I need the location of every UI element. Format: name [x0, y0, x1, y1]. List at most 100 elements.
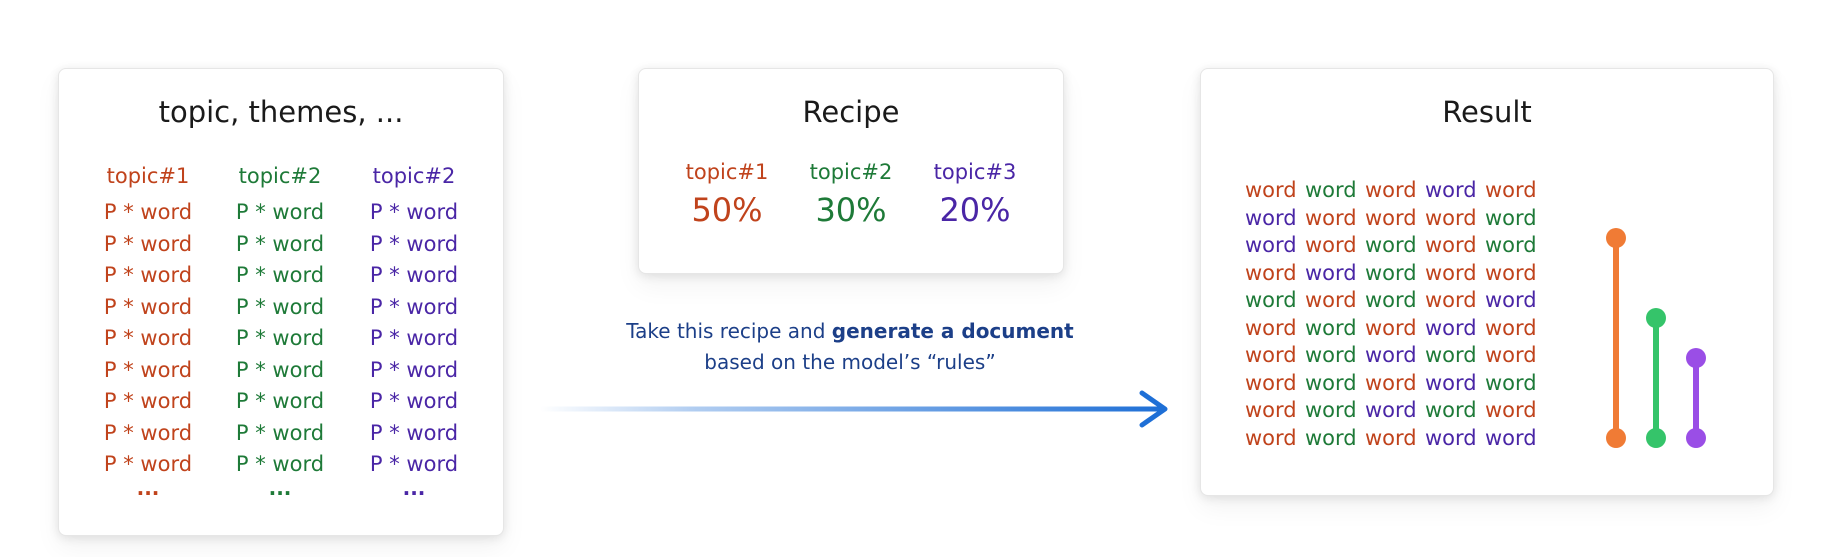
result-word: word [1245, 370, 1297, 395]
bar-top-dot [1686, 348, 1706, 368]
caption-line-1: Take this recipe and generate a document [590, 316, 1110, 347]
result-word: word [1365, 260, 1417, 285]
result-word: word [1305, 205, 1357, 230]
result-word: word [1305, 370, 1357, 395]
topic-column-header: topic#2 [372, 164, 456, 188]
result-word: word [1365, 425, 1417, 450]
result-word: word [1245, 178, 1297, 202]
result-word: word [1305, 260, 1357, 285]
result-word: word [1485, 233, 1537, 257]
topic-word-prob: P * word [369, 326, 459, 350]
result-word: word [1305, 233, 1357, 257]
topic-word-prob: P * word [235, 200, 325, 224]
result-word: word [1485, 425, 1537, 450]
recipe-topic-label: topic#1 [685, 160, 769, 184]
topic-word-prob: P * word [235, 452, 325, 476]
bar-top-dot [1646, 308, 1666, 328]
recipe-percent: 20% [939, 191, 1011, 229]
result-word: word [1245, 315, 1297, 340]
recipe-item-1: topic#1 50% [667, 157, 787, 233]
recipe-item-2: topic#2 30% [791, 157, 911, 233]
topic-word-prob: P * word [235, 357, 325, 382]
recipe-card-title: Recipe [802, 95, 900, 129]
topic-word-prob: P * word [369, 420, 459, 445]
topic-column-more: ... [136, 475, 160, 500]
recipe-card: Recipe topic#1 50% topic#2 30% topic#3 2… [638, 68, 1064, 274]
topic-word-prob: P * word [369, 263, 459, 287]
result-word: word [1245, 398, 1297, 422]
topic-word-prob: P * word [235, 231, 325, 256]
topic-word-prob: P * word [103, 263, 193, 287]
topic-column-rows: P * word P * word P * word P * word P * word… [83, 197, 213, 481]
topic-word-prob: P * word [369, 200, 459, 224]
topic-word-prob: P * word [369, 452, 459, 476]
result-word: word [1305, 343, 1357, 367]
topic-column-more: ... [268, 475, 292, 500]
topic-word-prob: P * word [103, 389, 193, 413]
topic-column-header: topic#2 [238, 164, 322, 188]
topic-word-prob: P * word [369, 294, 459, 319]
result-card-title: Result [1442, 95, 1532, 129]
result-word: word [1485, 343, 1537, 367]
topic-column-rows: P * word P * word P * word P * word P * word… [349, 197, 479, 481]
topic-proportion-bars [1606, 228, 1706, 448]
recipe-percent: 50% [691, 191, 763, 229]
topic-column-2: topic#2 P * word P * word P * word P * word… [215, 159, 345, 503]
recipe-item-3: topic#3 20% [915, 157, 1035, 233]
topic-word-prob: P * word [103, 326, 193, 350]
result-word: word [1365, 288, 1417, 312]
topic-column-header: topic#1 [106, 164, 190, 188]
topic-word-prob: P * word [235, 389, 325, 413]
bar-top-dot [1606, 228, 1626, 248]
result-word: word [1365, 370, 1417, 395]
result-word: word [1485, 398, 1537, 422]
result-word: word [1365, 315, 1417, 340]
caption-line-2: based on the model’s “rules” [704, 350, 996, 374]
topic-word-prob: P * word [103, 357, 193, 382]
result-word: word [1425, 233, 1477, 257]
result-word: word [1245, 343, 1297, 367]
result-word: word [1245, 425, 1297, 450]
result-word: word [1365, 233, 1417, 257]
topic-word-prob: P * word [235, 263, 325, 287]
result-word: word [1425, 370, 1477, 395]
result-word-row: word word word word word [1245, 232, 1545, 260]
result-word: word [1245, 233, 1297, 257]
process-caption: Take this recipe and generate a document… [590, 316, 1110, 378]
topic-word-prob: P * word [103, 231, 193, 256]
topic-word-prob: P * word [103, 294, 193, 319]
result-word: word [1305, 288, 1357, 312]
result-word: word [1485, 370, 1537, 395]
bar-base-dot [1686, 428, 1706, 448]
result-word: word [1365, 398, 1417, 422]
result-word: word [1485, 288, 1537, 312]
recipe-topic-label: topic#3 [933, 160, 1017, 184]
result-word: word [1425, 315, 1477, 340]
result-word: word [1425, 178, 1477, 202]
result-word: word [1305, 425, 1357, 450]
result-word-row: word word word word word [1245, 370, 1545, 398]
result-word: word [1425, 425, 1477, 450]
topic-word-prob: P * word [369, 357, 459, 382]
caption-text: Take this recipe and [626, 319, 832, 343]
result-word: word [1425, 260, 1477, 285]
recipe-percent: 30% [815, 191, 887, 229]
caption-bold-text: generate a document [831, 319, 1074, 343]
result-word: word [1425, 288, 1477, 312]
topic-word-prob: P * word [103, 200, 193, 224]
result-word: word [1245, 205, 1297, 230]
topic-word-prob: P * word [235, 326, 325, 350]
topic-word-prob: P * word [235, 420, 325, 445]
result-word: word [1305, 178, 1357, 202]
result-word: word [1425, 343, 1477, 367]
